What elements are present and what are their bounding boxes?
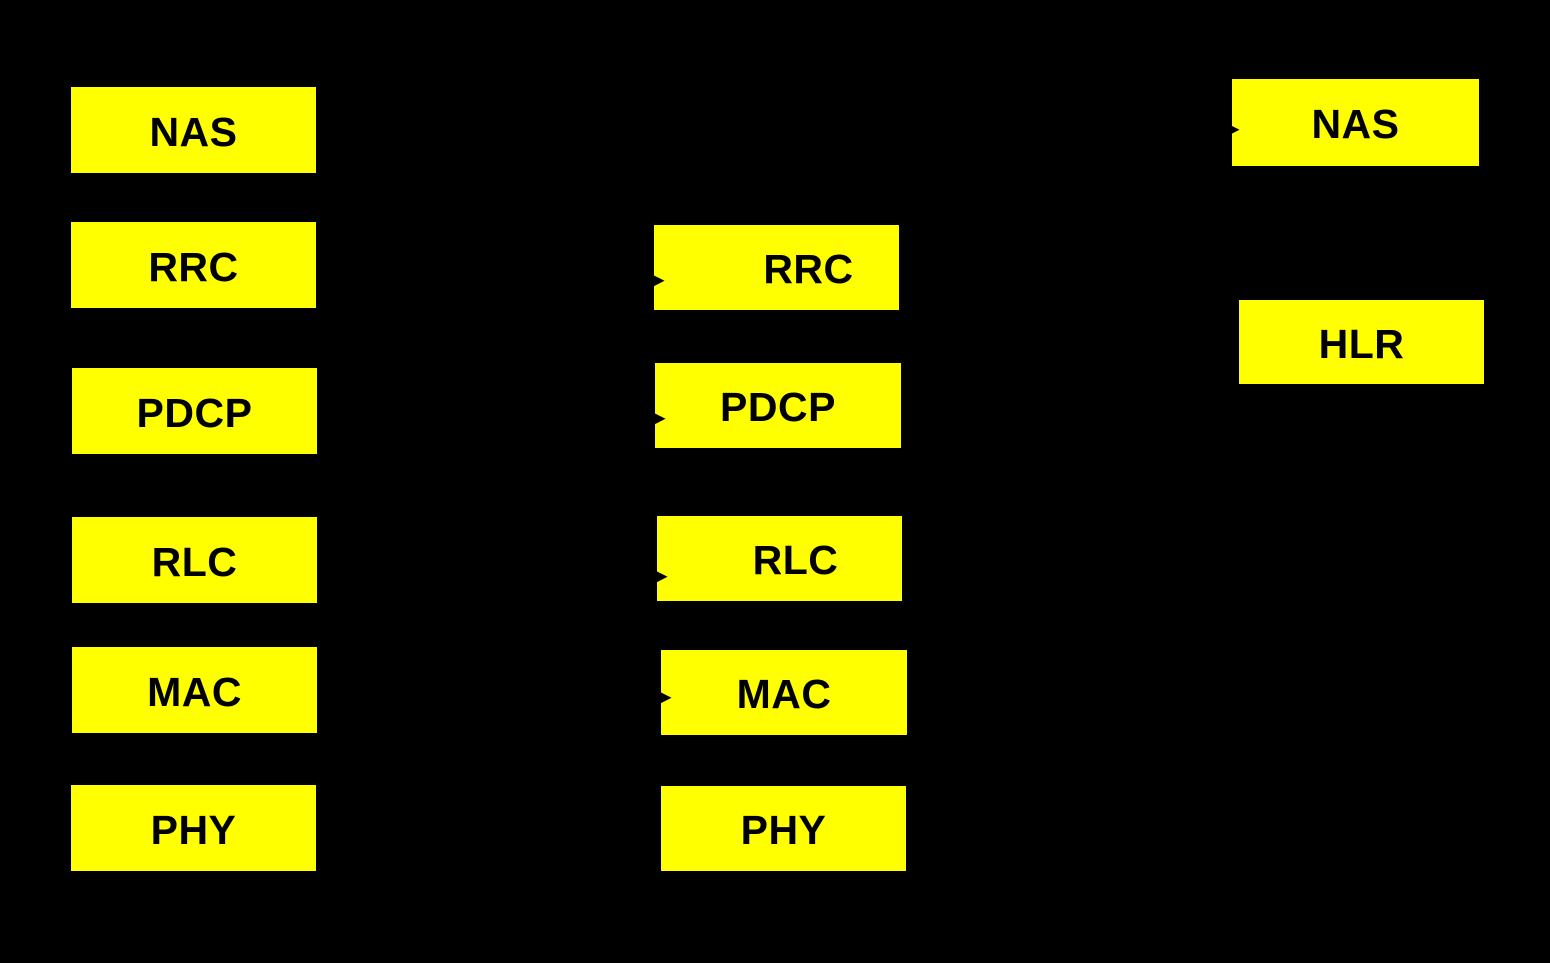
left-stack-rrc-label: RRC xyxy=(148,243,239,290)
middle-stack-mac-box: MAC xyxy=(661,650,907,735)
middle-stack-rrc-label: RRC xyxy=(763,246,854,292)
middle-stack-rrc-box: RRC xyxy=(654,225,899,310)
middle-stack-rlc-label: RLC xyxy=(752,537,839,583)
middle-stack-pdcp-box: PDCP xyxy=(655,363,901,448)
right-stack-nas-label: NAS xyxy=(1311,101,1400,147)
left-stack-nas-label: NAS xyxy=(149,108,238,155)
left-stack-rlc-label: RLC xyxy=(151,538,238,585)
middle-stack-phy-label: PHY xyxy=(740,807,827,853)
middle-stack-rlc-box: RLC xyxy=(657,516,902,601)
right-stack-nas-box: NAS xyxy=(1232,79,1479,166)
right-stack-hlr-box: HLR xyxy=(1239,300,1484,384)
middle-stack-mac-label: MAC xyxy=(736,671,832,717)
left-stack-rlc-box: RLC xyxy=(72,517,317,603)
left-stack-nas-box: NAS xyxy=(71,87,316,173)
left-stack-pdcp-box: PDCP xyxy=(72,368,317,454)
left-stack-mac-label: MAC xyxy=(147,668,242,715)
left-stack-phy-label: PHY xyxy=(150,806,237,853)
right-stack-hlr-label: HLR xyxy=(1318,320,1405,367)
left-stack-phy-box: PHY xyxy=(71,785,316,871)
middle-stack-pdcp-label: PDCP xyxy=(720,384,836,430)
left-stack-pdcp-label: PDCP xyxy=(136,389,253,436)
middle-stack-phy-box: PHY xyxy=(661,786,906,871)
left-stack-mac-box: MAC xyxy=(72,647,317,733)
left-stack-rrc-box: RRC xyxy=(71,222,316,308)
